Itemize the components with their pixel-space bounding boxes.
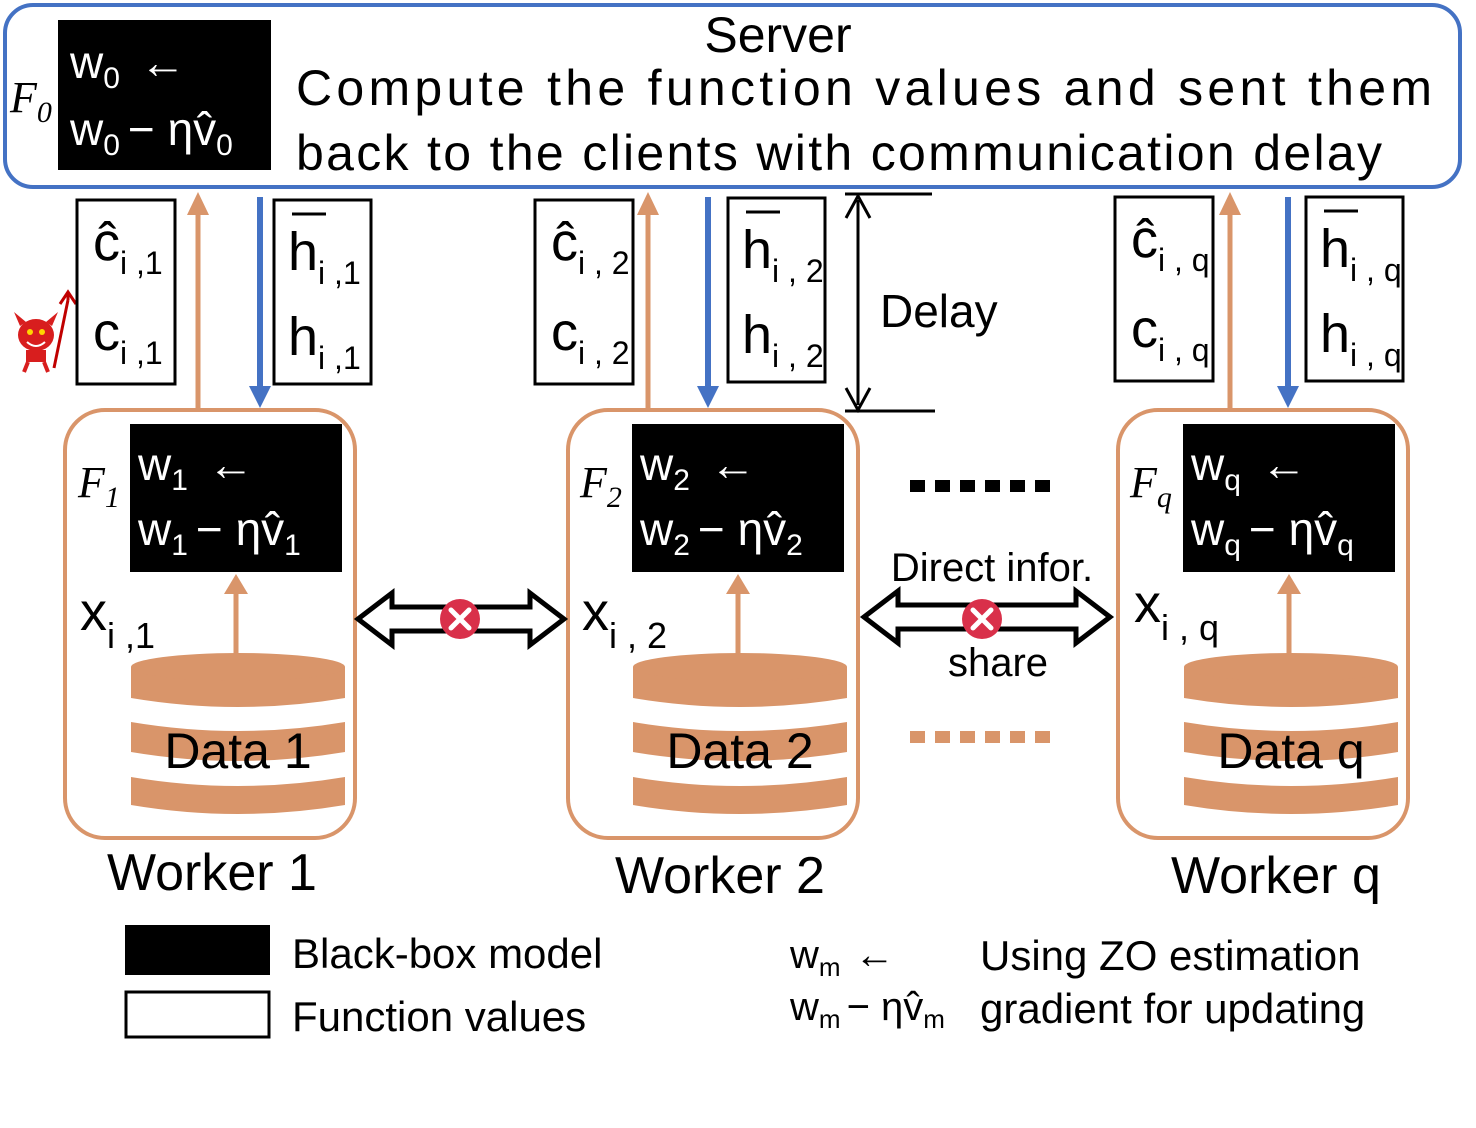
- function-values-box-c: [533, 198, 635, 386]
- h-bar-value: hi , 2: [742, 220, 824, 289]
- legend-update-text2: gradient for updating: [980, 985, 1365, 1032]
- h-value: hi , q: [1320, 304, 1402, 373]
- legend-function-values-swatch: [124, 990, 271, 1039]
- database-icon: [1184, 653, 1398, 814]
- worker-x-label: xi , q: [1134, 574, 1219, 648]
- worker-f-label: F1: [77, 458, 120, 514]
- data-label: Data 2: [666, 723, 813, 779]
- blocked-icon-2-q: [962, 599, 1002, 639]
- worker-name: Worker q: [1171, 847, 1381, 905]
- data-label: Data q: [1217, 723, 1364, 779]
- worker-x-label: xi , 2: [582, 582, 667, 656]
- legend-function-values-label: Function values: [292, 993, 586, 1040]
- worker-update-line2: w1− ηv̂1: [137, 503, 301, 562]
- database-icon: [633, 653, 847, 814]
- worker-black-box: [130, 424, 342, 572]
- function-values-box-h: [272, 198, 373, 386]
- worker-update-line2: wq− ηv̂q: [1190, 503, 1354, 562]
- devil-icon: [14, 289, 78, 373]
- worker-f-label: Fq: [1129, 458, 1172, 514]
- worker-black-box: [632, 424, 844, 572]
- database-icon: [131, 653, 345, 814]
- ellipsis-orange: [910, 731, 1050, 743]
- delay-label: Delay: [880, 285, 998, 337]
- data-label: Data 1: [164, 723, 311, 779]
- worker-update-line1: w1←: [137, 438, 254, 497]
- server-update-line1: w0←: [69, 36, 186, 95]
- function-values-box-h: [726, 196, 827, 384]
- function-values-box-c: [1113, 195, 1215, 383]
- server-box: [3, 3, 1462, 189]
- c-hat-value: ĉi , 2: [551, 212, 630, 281]
- function-values-box-h: [1304, 195, 1405, 383]
- worker-name: Worker 2: [615, 847, 825, 905]
- share-label-bottom: share: [948, 641, 1048, 685]
- c-value: ci , q: [1131, 299, 1210, 368]
- share-label-top: Direct infor.: [891, 546, 1093, 590]
- server-desc-line2: back to the clients with communication d…: [296, 125, 1382, 181]
- worker-black-box: [1183, 424, 1395, 572]
- h-value: hi , 2: [742, 305, 824, 374]
- worker-3: Fq wq← wq− ηv̂q xi , q Data q Worker q ĉi , q c…: [1113, 192, 1410, 905]
- blocked-icon-1-2: [440, 599, 480, 639]
- h-bar-value: hi , q: [1320, 219, 1402, 288]
- c-value: ci , 2: [551, 302, 630, 371]
- worker-update-line2: w2− ηv̂2: [639, 503, 803, 562]
- worker-x-label: xi ,1: [80, 582, 155, 656]
- worker-2: F2 w2← w2− ηv̂2 xi , 2 Data 2 Worker 2 ĉi , 2 c…: [533, 192, 860, 905]
- server-desc-line1: Compute the function values and sent the…: [296, 60, 1432, 116]
- c-value: ci ,1: [93, 302, 163, 371]
- legend-black-box-label: Black-box model: [292, 930, 602, 977]
- server-title: Server: [704, 7, 851, 63]
- server-f-label: F0: [9, 73, 52, 129]
- h-bar-value: hi ,1: [288, 222, 361, 291]
- worker-name: Worker 1: [107, 844, 317, 902]
- workers-layer: F1 w1← w1− ηv̂1 xi ,1 Data 1 Worker 1 ĉi ,1 ci …: [63, 192, 1410, 905]
- legend-black-box-swatch: [125, 925, 270, 975]
- legend-update-text1: Using ZO estimation: [980, 932, 1360, 979]
- h-value: hi ,1: [288, 307, 361, 376]
- function-values-box-c: [75, 198, 177, 386]
- legend-update-line1: wm←: [789, 933, 895, 982]
- delay-indicator: [844, 192, 935, 414]
- worker-update-line1: wq←: [1190, 438, 1307, 497]
- legend-update-line2: wm− ηv̂m: [789, 985, 945, 1034]
- worker-update-line1: w2←: [639, 438, 756, 497]
- server-update-line2: w0− ηv̂0: [69, 103, 233, 162]
- worker-f-label: F2: [579, 458, 622, 514]
- c-hat-value: ĉi , q: [1131, 209, 1210, 278]
- worker-1: F1 w1← w1− ηv̂1 xi ,1 Data 1 Worker 1 ĉi ,1 ci …: [63, 192, 373, 902]
- c-hat-value: ĉi ,1: [93, 212, 163, 281]
- server-black-box: [58, 20, 271, 170]
- ellipsis-black: [910, 480, 1050, 492]
